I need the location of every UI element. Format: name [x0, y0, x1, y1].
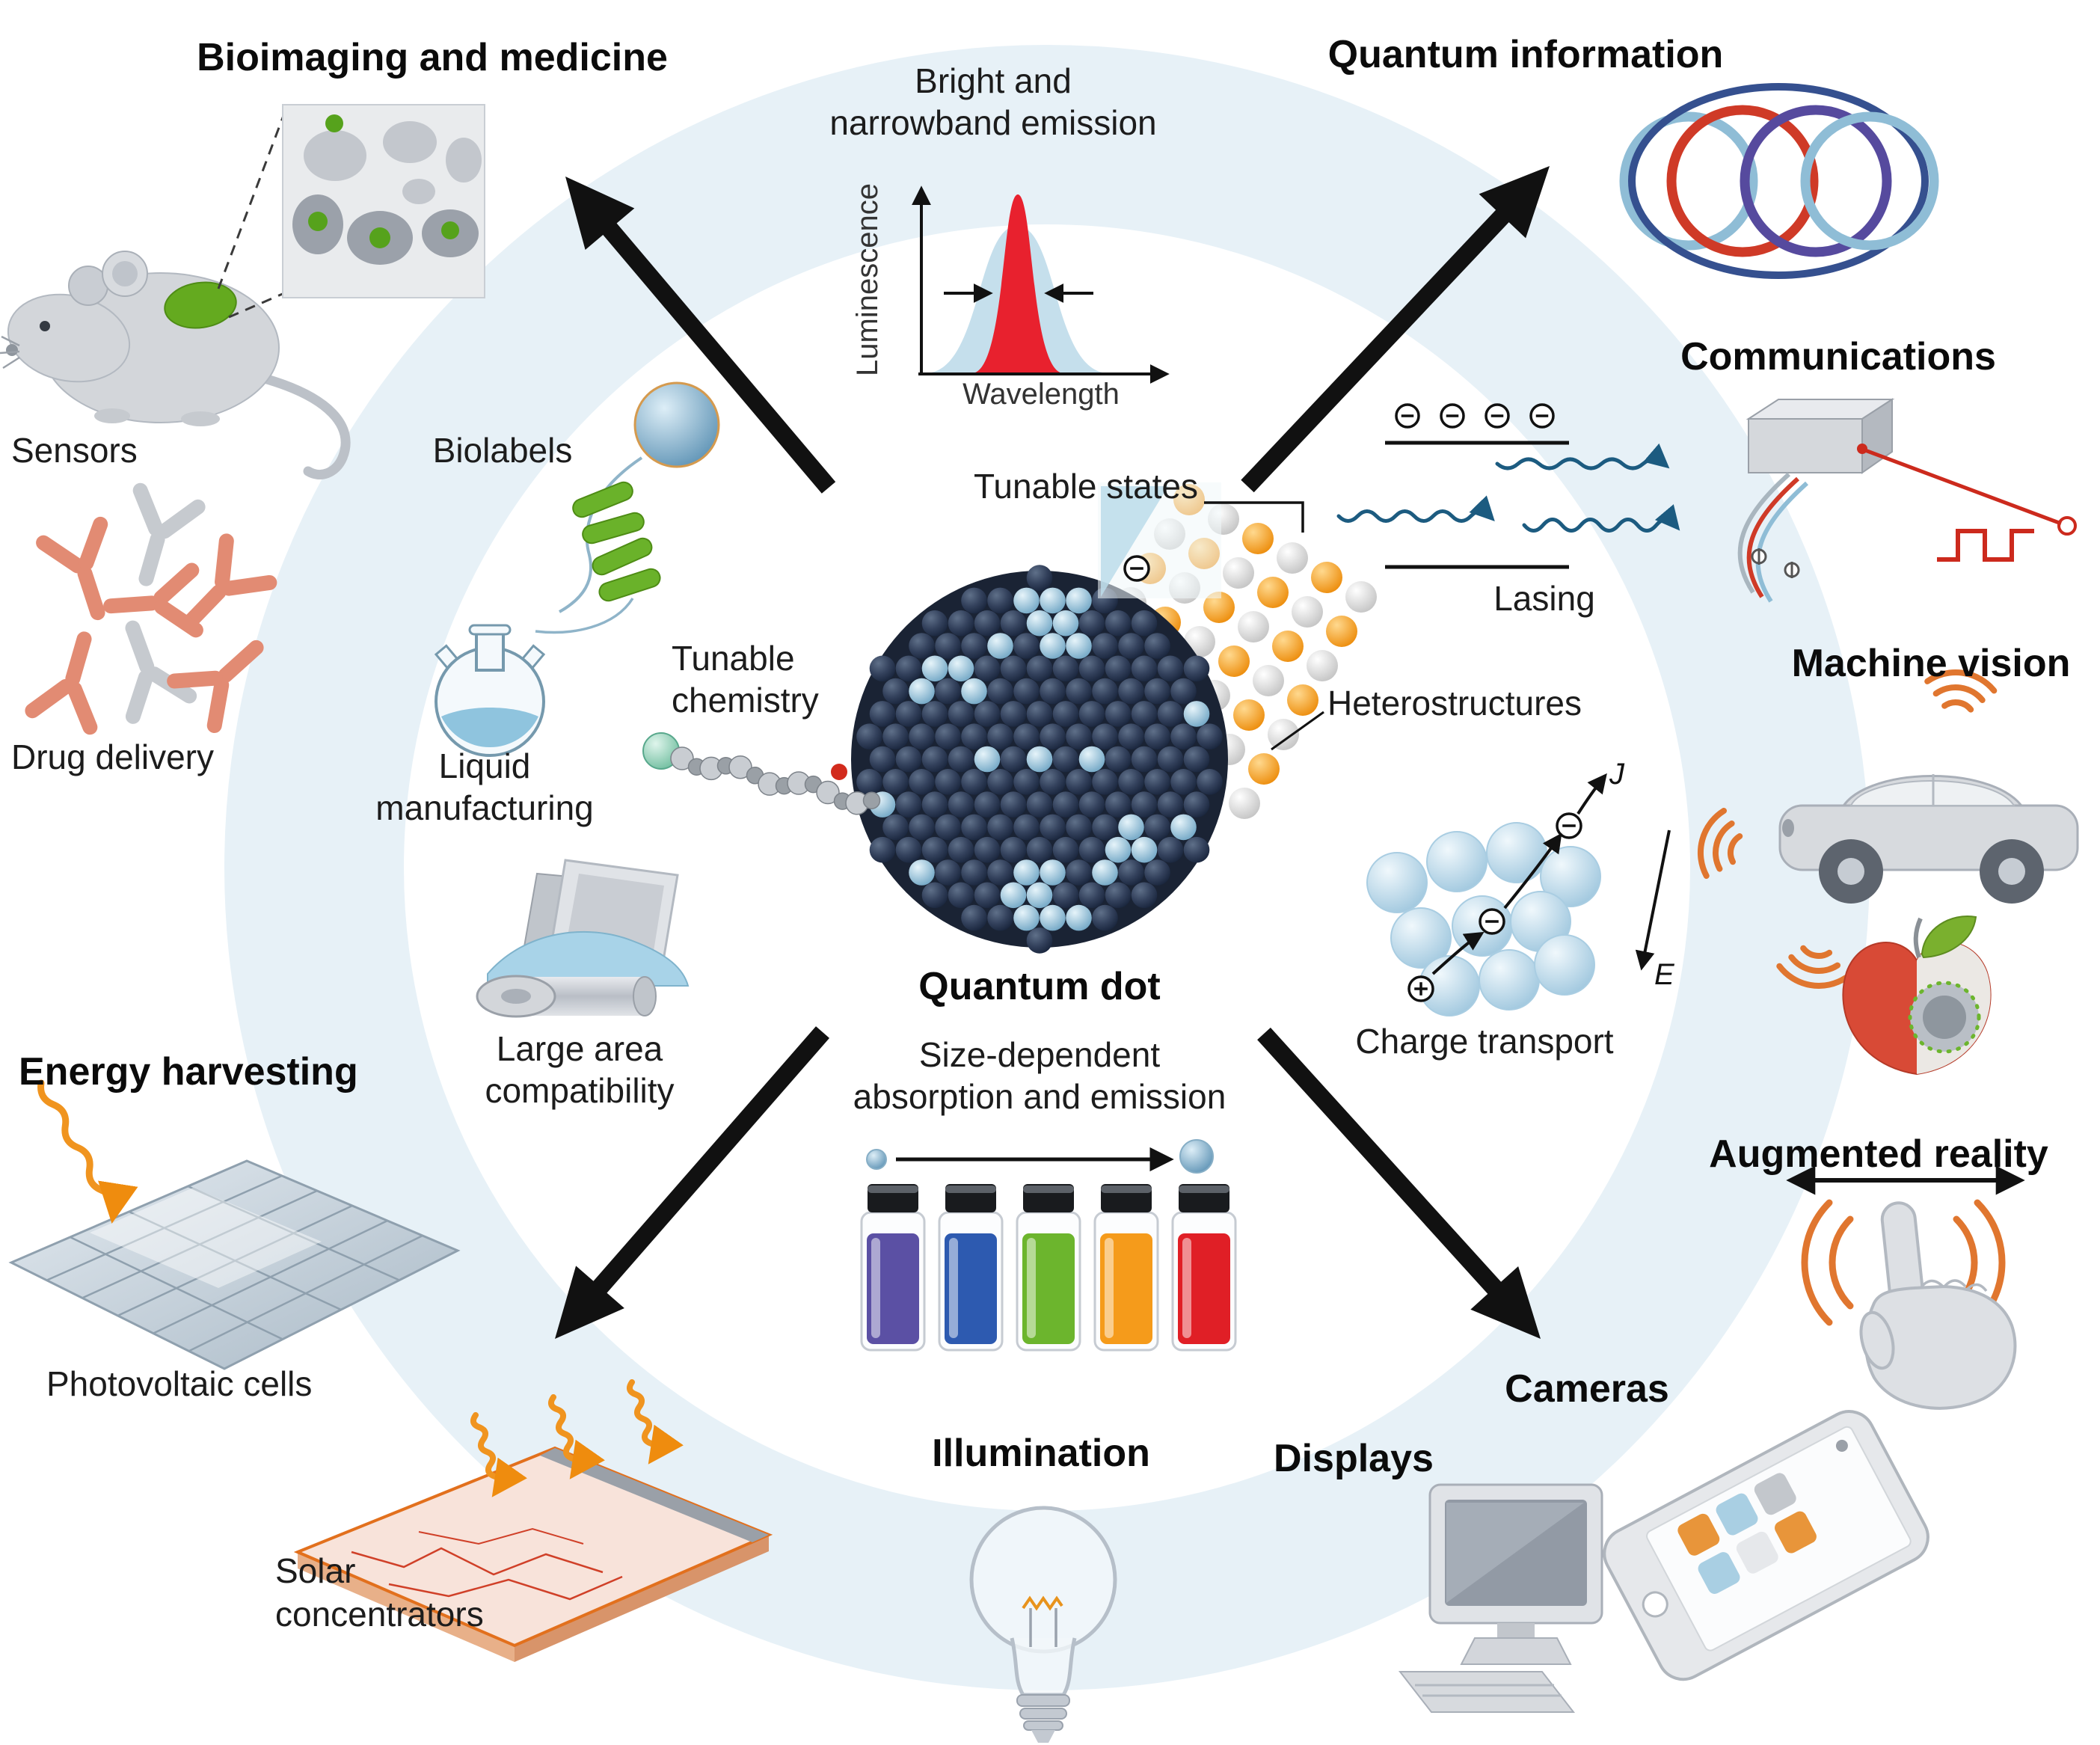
quantum-information-title: Quantum information — [1327, 33, 1724, 76]
quantum-dot-atoms — [856, 565, 1223, 954]
lasing-illustration — [1336, 403, 1680, 569]
emission-title-line1: Bright and — [915, 61, 1072, 100]
current-j-label: J — [1609, 758, 1624, 791]
biolabels-label: Biolabels — [432, 431, 573, 470]
liquid-manufacturing-label-line2: manufacturing — [375, 788, 594, 827]
size-dependent-label-line1: Size-dependent — [918, 1035, 1161, 1074]
camera-dot — [1835, 1439, 1848, 1452]
smartphone-illustration — [1603, 1410, 1929, 1681]
solar-concentrators-label-line2: concentrators — [275, 1595, 484, 1634]
luminescence-axis-label: Luminescence — [851, 183, 884, 376]
mouse-tail — [257, 372, 351, 479]
charge-transport-illustration — [1366, 773, 1671, 1016]
bioimaging-title: Bioimaging and medicine — [197, 36, 668, 79]
biolabel-illustration — [535, 381, 720, 634]
communications-title: Communications — [1680, 335, 1996, 378]
tunable-chemistry-label-line1: Tunable — [672, 639, 795, 678]
sunlight-wave-arrow — [37, 1079, 138, 1224]
charge-transport-label: Charge transport — [1355, 1022, 1614, 1061]
flask-liquid — [441, 708, 538, 748]
emission-title-line2: narrowband emission — [829, 103, 1157, 142]
heterostructures-label: Heterostructures — [1327, 684, 1582, 723]
nanoparticle-sphere — [633, 381, 720, 468]
emission-graph — [912, 185, 1170, 384]
solar-concentrator-illustration — [293, 1379, 773, 1662]
large-area-label-line2: compatibility — [485, 1071, 675, 1110]
solar-panel-illustration — [8, 1079, 461, 1370]
flask-illustration — [434, 624, 546, 757]
size-dependent-label-line2: absorption and emission — [853, 1077, 1226, 1116]
small-dot-sphere — [866, 1149, 887, 1170]
large-area-label-line1: Large area — [496, 1029, 663, 1068]
tunable-states-label: Tunable states — [973, 467, 1199, 506]
digital-signal — [1937, 529, 2034, 562]
photovoltaic-label: Photovoltaic cells — [46, 1364, 313, 1403]
radial-arrows — [555, 166, 1550, 1339]
augmented-reality-title: Augmented reality — [1709, 1132, 2048, 1176]
roll-printer-illustration — [476, 859, 690, 1018]
keyboard — [1398, 1671, 1576, 1713]
tissue-inset-illustration — [282, 104, 485, 298]
mouse-illustration — [0, 113, 351, 479]
monitor-illustration — [1398, 1483, 1603, 1713]
machine-vision-title: Machine vision — [1791, 642, 2071, 685]
home-button — [1642, 1591, 1668, 1618]
entangled-rings-illustration — [1619, 83, 1939, 279]
radar-arcs — [1697, 669, 1998, 989]
molecule-chain — [642, 732, 881, 815]
large-dot-sphere — [1179, 1139, 1214, 1174]
filament — [1022, 1595, 1063, 1611]
quantum-dot-illustration — [642, 482, 1377, 954]
car-illustration — [1697, 669, 2079, 989]
narrowband-curve — [972, 194, 1063, 373]
sensors-label: Sensors — [11, 431, 138, 470]
solar-concentrators-label-line1: Solar — [275, 1551, 356, 1590]
tumor-spot — [164, 281, 237, 329]
apple-leaf — [1921, 916, 1977, 959]
lightbulb-illustration — [969, 1506, 1117, 1743]
wavelength-axis-label: Wavelength — [962, 378, 1120, 411]
mouse-eye — [40, 321, 50, 331]
apple-illustration — [1842, 916, 1992, 1076]
laser-beam — [1864, 448, 2062, 526]
cameras-title: Cameras — [1505, 1367, 1669, 1411]
sunlight-wave-arrows — [470, 1379, 684, 1497]
vials-illustration — [860, 1139, 1237, 1352]
film-sheet — [487, 930, 690, 987]
ar-hand-illustration — [1786, 1165, 2025, 1410]
tunable-states-callout — [1098, 482, 1304, 598]
laser-communication-illustration — [1737, 398, 2077, 603]
quantum-dot-label: Quantum dot — [918, 965, 1161, 1008]
energy-harvesting-title: Energy harvesting — [19, 1050, 358, 1094]
tunable-chemistry-label-line2: chemistry — [672, 681, 819, 720]
heterostructures-pointer-line — [1271, 711, 1324, 751]
liquid-manufacturing-label-line1: Liquid — [438, 746, 531, 785]
lasing-label: Lasing — [1493, 579, 1595, 618]
illumination-title: Illumination — [932, 1432, 1150, 1475]
displays-title: Displays — [1274, 1437, 1434, 1480]
drug-delivery-label: Drug delivery — [11, 737, 214, 776]
field-e-label: E — [1654, 958, 1674, 991]
